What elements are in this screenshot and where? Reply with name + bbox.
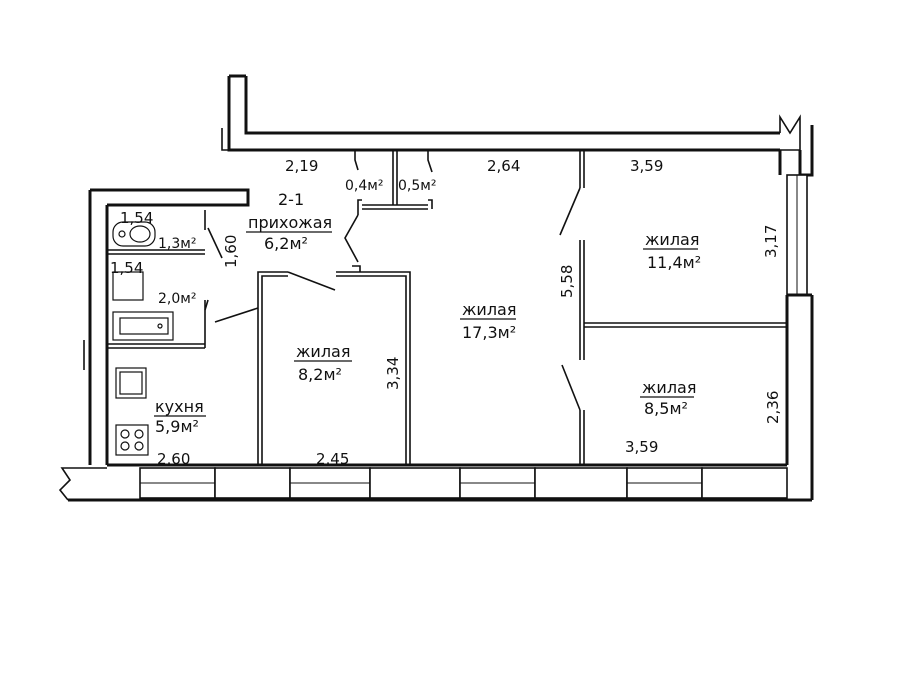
dim-living-small-side: 3,34	[384, 357, 402, 390]
living-big-area: 17,3м²	[462, 323, 516, 342]
dim-hall-side: 1,60	[222, 235, 240, 268]
living-small-area: 8,2м²	[298, 365, 342, 384]
dim-bath-top: 1,54	[120, 209, 153, 227]
stove-icon	[115, 424, 149, 456]
dim-bath-bottom: 1,54	[110, 259, 143, 277]
dim-living-big-side: 5,58	[558, 265, 576, 298]
closet1-area: 0,4м²	[345, 178, 383, 194]
closet2-area: 0,5м²	[398, 178, 436, 194]
kitchen-name: кухня	[155, 397, 204, 416]
interior-walls	[107, 150, 787, 465]
living-small-name: жилая	[296, 342, 350, 361]
dim-hall-top: 2,19	[285, 157, 318, 175]
dim-living-big-top: 2,64	[487, 157, 520, 175]
dim-living-ne-side: 3,17	[762, 225, 780, 258]
dim-living-small-bottom: 2,45	[316, 450, 349, 468]
toilet-area: 2,0м²	[158, 291, 196, 307]
dim-living-se-bottom: 3,59	[625, 438, 658, 456]
living-big-name: жилая	[462, 300, 516, 319]
apartment-number: 2-1	[278, 190, 304, 209]
hallway-name: прихожая	[248, 213, 332, 232]
bath-area: 1,3м²	[158, 236, 196, 252]
dim-living-ne-top: 3,59	[630, 157, 663, 175]
living-se-name: жилая	[642, 378, 696, 397]
exterior-walls	[58, 74, 814, 502]
dimension-labels: 2,19 1,54 1,54 1,60 2,64 3,59 3,17 5,58 …	[110, 157, 782, 468]
room-labels: 2-1 прихожая 6,2м² 0,4м² 0,5м² 1,3м² 2,0…	[154, 178, 701, 436]
bathroom-fixtures	[112, 221, 174, 341]
living-se-area: 8,5м²	[644, 399, 688, 418]
kitchen-fixtures	[115, 367, 149, 456]
hallway-area: 6,2м²	[264, 234, 308, 253]
dim-kitchen-bottom: 2,60	[157, 450, 190, 468]
bottom-windows	[139, 467, 788, 499]
living-ne-area: 11,4м²	[647, 253, 701, 272]
kitchen-area: 5,9м²	[155, 417, 199, 436]
dim-living-se-side: 2,36	[764, 391, 782, 424]
living-ne-name: жилая	[645, 230, 699, 249]
